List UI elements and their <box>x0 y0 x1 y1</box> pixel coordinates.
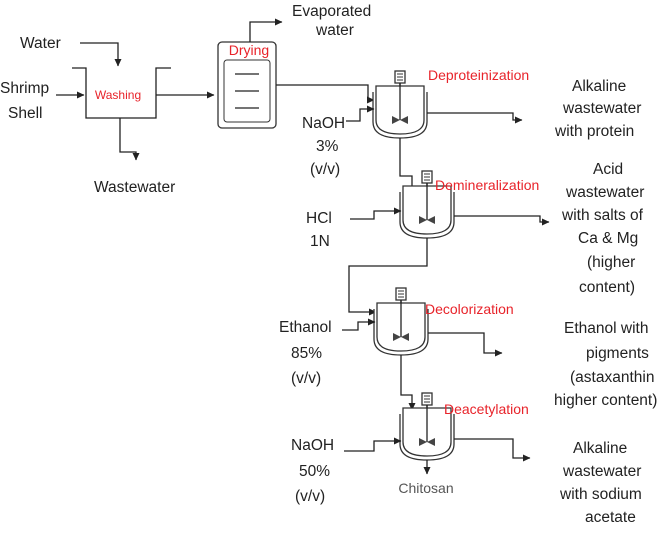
demineralization-label: Demineralization <box>435 177 539 193</box>
shrimp-shell-line-2: Shell <box>8 105 42 122</box>
naoh-3-line-1: NaOH <box>302 115 345 132</box>
naoh-50-line-2: 50% <box>299 463 330 480</box>
alkaline-protein-arrow <box>427 112 523 124</box>
naoh-50-arrow <box>344 437 402 452</box>
evaporated-water-label: Evaporated water <box>292 3 371 39</box>
hcl-label: HCl 1N <box>306 210 332 250</box>
drying-label: Drying <box>229 42 269 58</box>
ethanol-pigments-line-3: (astaxanthin <box>570 369 654 386</box>
acid-salts-line-1: Acid <box>593 161 623 178</box>
alkaline-protein-line-2: wastewater <box>562 100 641 117</box>
ethanol-pigments-arrow <box>428 332 503 357</box>
alkaline-protein-line-3: with protein <box>554 123 634 140</box>
demineralization-to-decolorization-arrow <box>348 238 428 316</box>
shrimp-shell-label: Shrimp Shell <box>0 80 49 122</box>
drying-to-deproteinization-arrow <box>276 84 375 104</box>
decolorization-label: Decolorization <box>425 301 514 317</box>
hcl-arrow <box>350 207 402 220</box>
ethanol-arrow <box>342 318 376 331</box>
acid-salts-line-4: Ca & Mg <box>578 230 638 247</box>
alkaline-acetate-line-1: Alkaline <box>573 440 627 457</box>
deproteinization-label: Deproteinization <box>428 67 529 83</box>
wastewater-label: Wastewater <box>94 179 175 196</box>
deproteinization-reactor <box>372 70 428 139</box>
naoh-50-line-3: (v/v) <box>295 488 325 505</box>
ethanol-label: Ethanol 85% (v/v) <box>279 319 332 387</box>
decolorization-to-deacetylation-arrow <box>400 355 416 411</box>
hcl-line-2: 1N <box>310 233 330 250</box>
naoh-3-label: NaOH 3% (v/v) <box>302 115 345 178</box>
hcl-line-1: HCl <box>306 210 332 227</box>
alkaline-acetate-line-4: acetate <box>585 509 636 526</box>
water-arrow <box>80 42 122 67</box>
evaporated-water-line-1: Evaporated <box>292 3 371 20</box>
acid-salts-line-5: (higher <box>587 254 635 271</box>
wastewater-arrow <box>119 118 140 161</box>
ethanol-pigments-line-2: pigments <box>586 345 649 362</box>
naoh-50-label: NaOH 50% (v/v) <box>291 437 334 505</box>
naoh-3-line-3: (v/v) <box>310 161 340 178</box>
acid-salts-line-6: content) <box>579 279 635 296</box>
naoh-3-line-2: 3% <box>316 138 339 155</box>
acid-salts-line-3: with salts of <box>561 207 644 224</box>
dryer-unit: Drying <box>217 41 277 129</box>
shrimp-shell-line-1: Shrimp <box>0 80 49 97</box>
acid-salts-arrow <box>454 215 550 226</box>
alkaline-acetate-arrow <box>454 438 531 462</box>
chitosan-label: Chitosan <box>398 480 453 496</box>
ethanol-pigments-line-1: Ethanol with <box>564 320 648 337</box>
decolorization-reactor <box>373 287 429 356</box>
acid-salts-line-2: wastewater <box>565 184 644 201</box>
ethanol-pigments-line-4: higher content) <box>554 392 657 409</box>
alkaline-acetate-label: Alkaline wastewater with sodium acetate <box>559 440 642 526</box>
ethanol-line-2: 85% <box>291 345 322 362</box>
deacetylation-label: Deacetylation <box>444 401 529 417</box>
ethanol-pigments-label: Ethanol with pigments (astaxanthin highe… <box>554 320 657 409</box>
alkaline-acetate-line-2: wastewater <box>562 463 641 480</box>
washing-tank: Washing <box>72 67 171 119</box>
acid-salts-label: Acid wastewater with salts of Ca & Mg (h… <box>561 161 644 296</box>
alkaline-acetate-line-3: with sodium <box>559 486 642 503</box>
evaporated-water-arrow <box>249 18 283 42</box>
ethanol-line-3: (v/v) <box>291 370 321 387</box>
ethanol-line-1: Ethanol <box>279 319 332 336</box>
alkaline-protein-line-1: Alkaline <box>572 78 626 95</box>
naoh-50-line-1: NaOH <box>291 437 334 454</box>
washing-label: Washing <box>95 88 141 102</box>
alkaline-protein-label: Alkaline wastewater with protein <box>554 78 641 140</box>
evaporated-water-line-2: water <box>315 22 354 39</box>
naoh-3-arrow <box>346 105 375 122</box>
water-label: Water <box>20 35 61 52</box>
